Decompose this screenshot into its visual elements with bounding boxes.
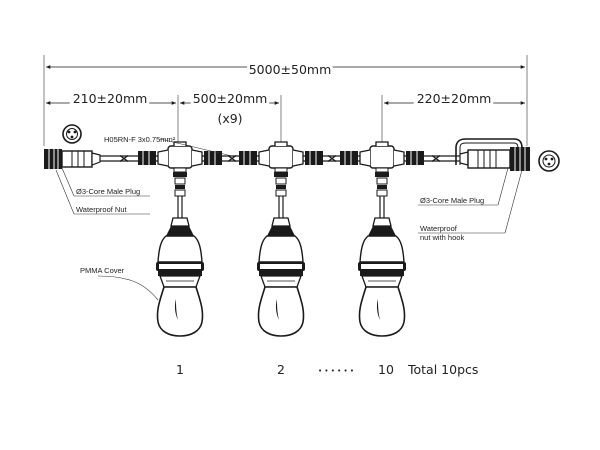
right-plug-face-icon — [538, 150, 560, 172]
left-nut-callout: Waterproof Nut — [76, 205, 127, 214]
right-nut-callout-line2: nut with hook — [420, 233, 464, 242]
total-count-label: Total 10pcs — [407, 362, 478, 377]
bulb-number-last: 10 — [378, 362, 394, 377]
left-plug-face-icon — [62, 124, 82, 144]
cover-callout: PMMA Cover — [80, 266, 125, 275]
ellipsis-dots: • • • • • • — [318, 367, 354, 375]
bulb-socket-1 — [137, 141, 223, 337]
total-length-label: 5000±50mm — [249, 62, 332, 77]
bulb-socket-3 — [339, 141, 425, 337]
last-segment-label: 220±20mm — [417, 91, 492, 106]
cable-spec-label: H05RN-F 3x0.75mm² — [104, 135, 176, 144]
bulb-socket-2 — [238, 141, 324, 337]
right-plug-with-hook — [455, 138, 530, 171]
left-plug-callout: Ø3-Core Male Plug — [76, 187, 140, 196]
bulb-number-first: 1 — [176, 362, 184, 377]
left-male-plug — [44, 149, 101, 169]
callout-leaders — [55, 138, 523, 301]
first-segment-label: 210±20mm — [73, 91, 148, 106]
bulb-number-second: 2 — [277, 362, 285, 377]
right-plug-callout: Ø3-Core Male Plug — [420, 196, 484, 205]
spacing-count-label: (x9) — [217, 111, 242, 126]
right-nut-callout-line1: Waterproof — [420, 224, 458, 233]
spacing-label: 500±20mm — [193, 91, 268, 106]
dimension-lines — [43, 55, 528, 146]
